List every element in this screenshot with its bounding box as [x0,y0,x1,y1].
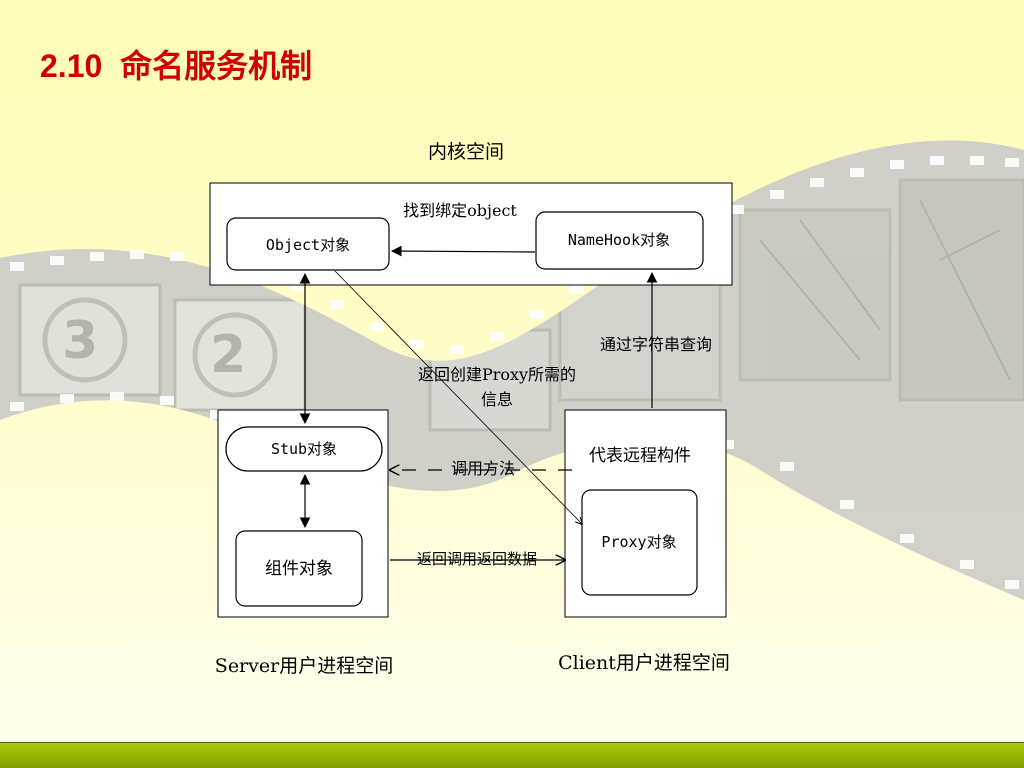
remote-component-label: 代表远程构件 [589,446,691,466]
film-strip-background: 3 2 [0,140,1024,600]
stub-node [225,426,383,472]
namehook-to-object-arrow [390,245,536,257]
return-proxy-info-label-line1: 返回创建Proxy所需的 [418,365,576,384]
stub-node-label: Stub对象 [271,440,337,458]
proxy-node-label: Proxy对象 [601,533,676,551]
object-to-proxy-arrow [334,270,582,524]
object-node [226,217,390,271]
slide-title: 2.10 命名服务机制 [40,48,313,84]
component-node-label: 组件对象 [265,559,333,579]
object-node-label: Object对象 [266,236,350,254]
kernel-space-label: 内核空间 [428,141,504,163]
return-proxy-info-label-line2: 信息 [481,390,513,409]
server-space-label: Server用户进程空间 [215,655,393,677]
client-space-label: Client用户进程空间 [558,652,730,674]
svg-text:3: 3 [62,311,98,371]
naming-service-diagram: 内核空间 Object对象 NameHook对象 Stub对象 组件对象 代表远… [209,141,733,677]
find-binding-label: 找到绑定object [403,201,517,220]
namehook-node-label: NameHook对象 [568,231,670,249]
query-by-string-label: 通过字符串查询 [600,335,712,354]
proxy-node [581,489,698,596]
svg-text:2: 2 [210,325,246,385]
namehook-node [535,211,704,270]
invoke-method-label: 调用方法 [451,459,515,478]
component-node [235,530,363,607]
return-data-label: 返回调用返回数据 [417,550,537,568]
footer-bar [0,742,1024,768]
